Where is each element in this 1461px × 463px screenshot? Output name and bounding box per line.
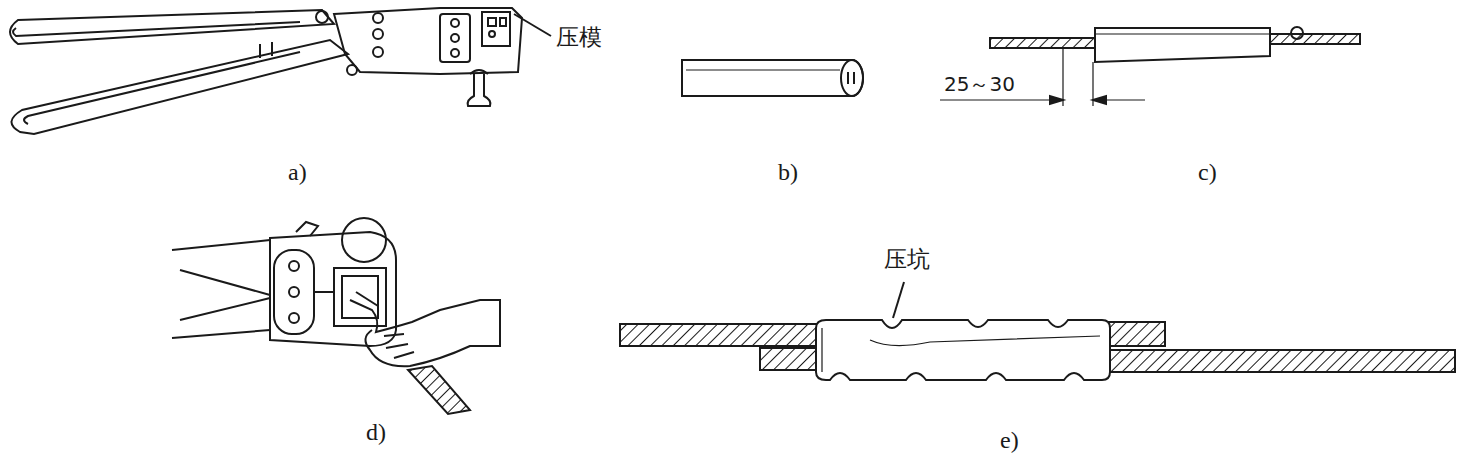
wire-in-sleeve [940, 27, 1360, 106]
crimped-joint [620, 282, 1455, 380]
figure-label: b) [778, 160, 798, 184]
part-name: 压坑 [884, 248, 930, 271]
figure-label: e) [1000, 428, 1019, 452]
figure-label: d) [366, 420, 386, 444]
figure-label: a) [288, 160, 307, 184]
dimension-text: 25～30 [944, 74, 1015, 94]
connecting-sleeve [682, 60, 863, 96]
part-name: 压模 [556, 26, 602, 49]
crimping-operation [172, 218, 500, 414]
figure-label: c) [1198, 160, 1217, 184]
crimping-pliers [10, 8, 551, 134]
